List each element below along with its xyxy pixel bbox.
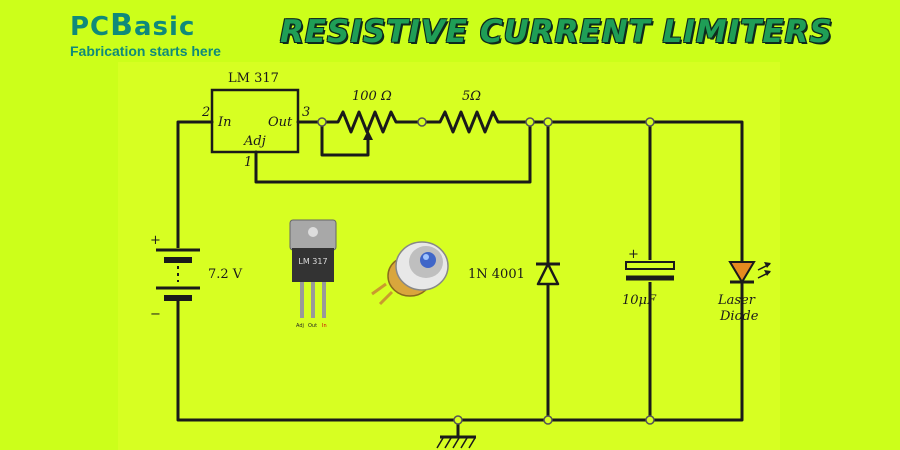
diode-1n4001: 1N 4001 [468,262,560,286]
pcbasic-logo: PCBasic Fabrication starts here [70,8,245,60]
chip-photo-pin-out: Out [308,323,317,329]
wire-adj-feedback [254,120,532,184]
regulator-pin-number-adj: 1 [244,155,252,170]
wire-resistor-to-bus [508,120,744,264]
lm317-chip-photo: LM 317 Adj Out In [289,219,337,329]
resistor-5-ohm: 5Ω [428,89,512,134]
battery-label: 7.2 V [208,267,243,282]
node-adj-return [525,117,535,127]
node-cap-bottom [645,415,655,425]
logo-wordmark: PCBasic [70,8,196,43]
chip-photo-pin-adj: Adj [296,323,304,329]
regulator-pin-number-in: 2 [201,105,210,120]
regulator-name: LM 317 [228,71,279,86]
battery-7v2: + − 7.2 V [150,233,243,322]
node-pot-res [417,117,427,127]
laser-diode-photo [371,241,449,306]
node-diode-top [543,117,553,127]
battery-plus: + [150,233,161,248]
capacitor-plus: + [628,247,639,262]
diagram-panel [118,62,780,450]
lm317-regulator: LM 317 In Out Adj 2 3 1 [201,71,310,170]
node-out [317,117,327,127]
potentiometer-label: 100 Ω [352,89,392,104]
logo-tagline: Fabrication starts here [70,43,221,59]
regulator-pin-adj: Adj [243,134,266,149]
resistor-label: 5Ω [462,89,481,104]
wire-wiper-loop [320,120,370,157]
laser-label-line2: Diode [719,309,759,324]
regulator-pin-out: Out [268,115,293,130]
wire-laser-to-ground [176,280,744,422]
node-cap-top [645,117,655,127]
laser-diode-symbol: Laser Diode [717,261,771,324]
chip-photo-label: LM 317 [298,257,327,266]
node-ground [453,415,463,425]
regulator-pin-in: In [217,115,232,130]
capacitor-label: 10μF [622,293,657,308]
page-title: RESISTIVE CURRENT LIMITERS [280,14,833,50]
potentiometer-100-ohm: 100 Ω [320,89,410,150]
capacitor-10uf: + 10μF [622,247,675,308]
regulator-pin-number-out: 3 [302,105,310,120]
diode-label: 1N 4001 [468,267,525,282]
wire-battery-to-in [176,120,214,252]
node-diode-bottom [543,415,553,425]
battery-minus: − [150,307,161,322]
laser-label-line1: Laser [717,293,756,308]
chip-photo-pin-in: In [322,323,327,329]
ground-symbol [436,435,476,449]
